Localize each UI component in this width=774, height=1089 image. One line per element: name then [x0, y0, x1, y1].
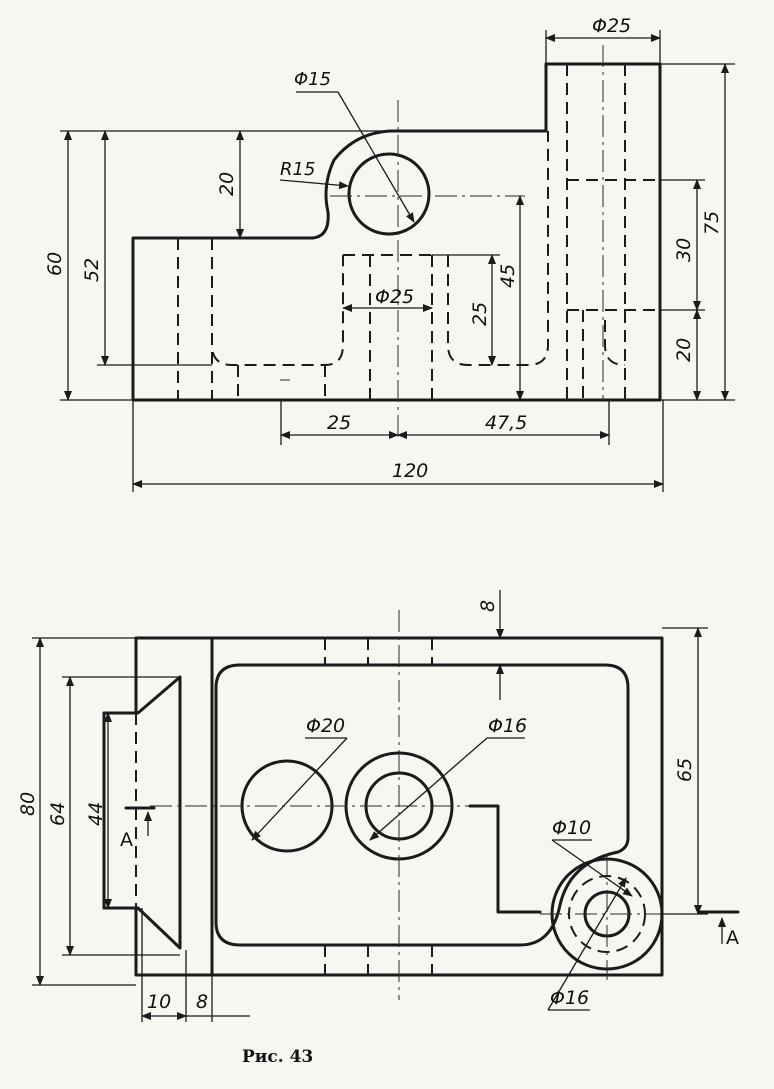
dim-r15: R15: [280, 159, 315, 180]
dimension-lines-front: [60, 30, 735, 492]
inner-pocket: [214, 663, 630, 947]
dim-d25-top: Φ25: [592, 15, 631, 37]
hidden-lines-front: [177, 64, 660, 400]
hidden-lines-top: [135, 638, 433, 975]
leaders-top: [251, 737, 633, 1011]
figure-caption: Рис. 43: [242, 1047, 313, 1067]
centerlines-top: [150, 610, 680, 1000]
dim-w25: 25: [327, 412, 351, 434]
dim-d20: Φ20: [306, 715, 345, 737]
dim-w10: 10: [147, 991, 171, 1013]
dim-h20-right: 20: [673, 338, 695, 362]
hole-d15: [347, 152, 431, 236]
dim-h60: 60: [44, 252, 66, 276]
dimension-lines-top: [32, 590, 708, 1022]
dim-h80: 80: [17, 792, 39, 816]
dim-d16-center: Φ16: [488, 715, 527, 737]
top-view: 8 65 80 64 44 Φ20 Φ16 Φ10 Φ16 10 8 A A: [17, 590, 740, 1022]
section-label-a-left: A: [120, 829, 133, 851]
dim-w47-5: 47,5: [485, 412, 527, 434]
dim-h64: 64: [47, 802, 69, 826]
dim-h8: 8: [477, 600, 499, 612]
section-label-a-right: A: [726, 927, 739, 949]
dim-d10: Φ10: [552, 817, 591, 839]
centerlines-front: [280, 45, 604, 440]
dim-h30: 30: [673, 238, 695, 262]
dim-h52: 52: [81, 258, 103, 282]
dovetail-groove: [102, 675, 182, 950]
dim-h25: 25: [469, 302, 491, 326]
section-line-a: [124, 804, 740, 944]
front-view: Φ25 Φ15 R15 20 60 52 Φ25 25 45 75 30 20 …: [44, 15, 735, 492]
dim-h75: 75: [701, 211, 723, 235]
dim-h20-top: 20: [216, 172, 238, 196]
dim-w8: 8: [196, 991, 208, 1013]
dim-d15: Φ15: [294, 69, 331, 90]
dim-d25-mid: Φ25: [375, 286, 414, 308]
dim-w120: 120: [392, 460, 428, 482]
dim-h44: 44: [85, 802, 107, 826]
dim-h65: 65: [674, 758, 696, 782]
dim-d16-corner: Φ16: [550, 987, 589, 1009]
dim-h45: 45: [497, 264, 519, 288]
